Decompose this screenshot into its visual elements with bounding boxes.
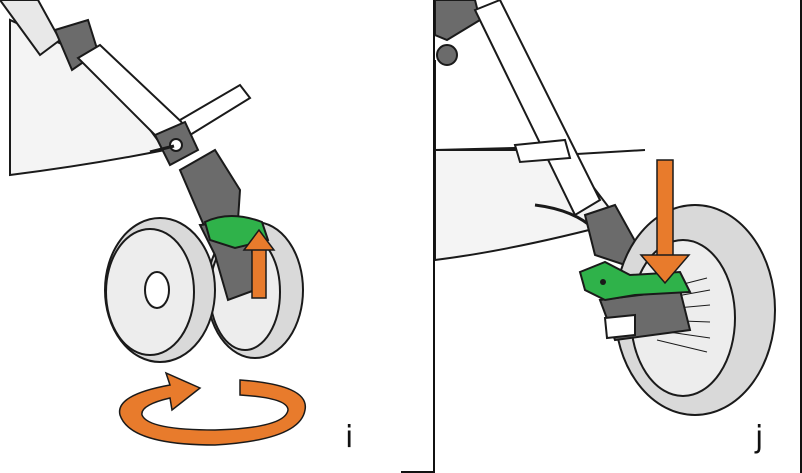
- joint-pin: [149, 144, 175, 154]
- up-arrow-icon: [242, 228, 276, 299]
- joint-bolt: [169, 138, 183, 152]
- frame-hinge-top: [435, 0, 482, 42]
- panel-divider: [433, 0, 435, 473]
- down-arrow-icon: [639, 159, 691, 285]
- wheel-brake-illustration: [435, 0, 776, 416]
- pedal-rivet: [600, 279, 606, 285]
- panel-label-j: j: [755, 420, 764, 455]
- swivel-wheel-illustration: [0, 0, 306, 446]
- brake-pedal: [578, 260, 692, 302]
- rotate-arrow-icon: [118, 371, 306, 446]
- wheel-axle-cap: [144, 271, 170, 309]
- cross-bar: [178, 83, 252, 137]
- fork-cap: [603, 313, 636, 340]
- panel-i: i: [0, 0, 354, 455]
- panel-label-i: i: [345, 420, 354, 455]
- cross-bar: [513, 138, 572, 164]
- panel-j: j: [435, 0, 800, 473]
- frame-knob: [436, 44, 458, 66]
